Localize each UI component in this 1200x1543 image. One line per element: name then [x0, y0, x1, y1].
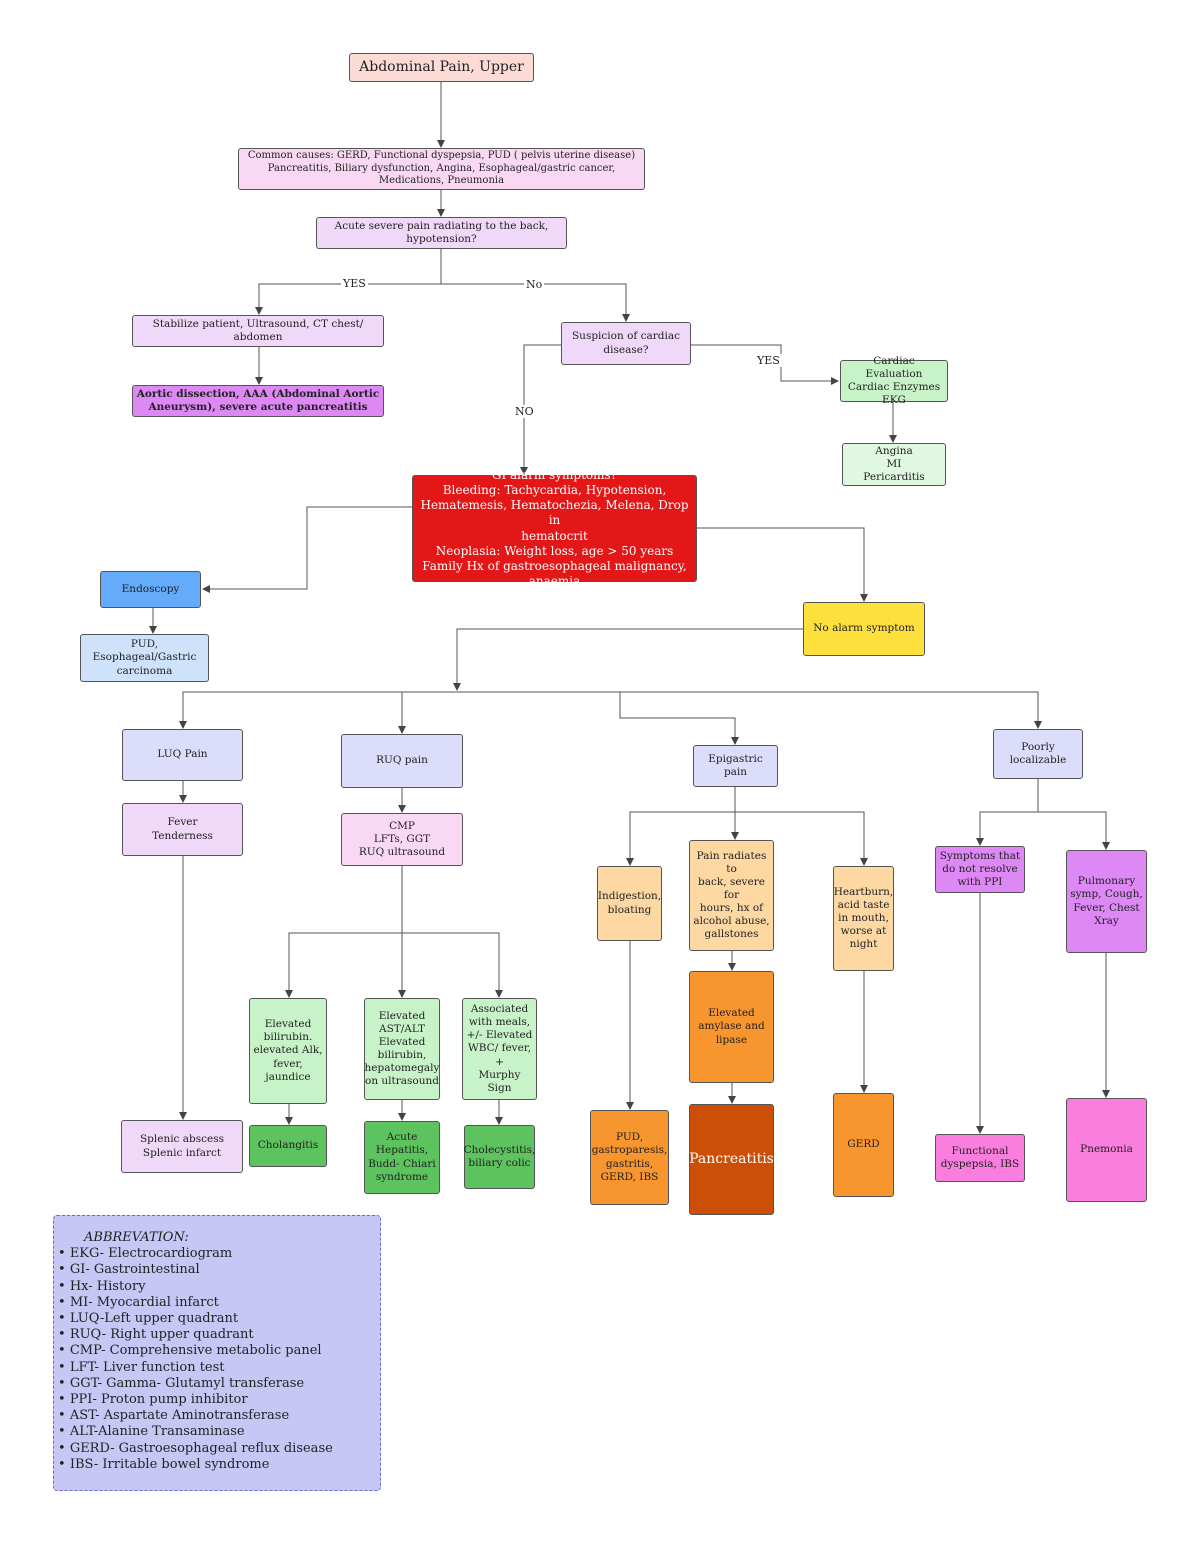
node-elevated-bilirubin: Elevated bilirubin. elevated Alk, fever,…: [249, 998, 327, 1104]
node-symptoms-ppi: Symptoms that do not resolve with PPI: [935, 846, 1025, 893]
abbreviation-title: ABBREVATION:: [84, 1230, 189, 1245]
abbreviation-item: IBS- Irritable bowel syndrome: [58, 1457, 380, 1473]
edge-cardiac-no: [520, 344, 561, 475]
node-pancreatitis: Pancreatitis: [689, 1104, 774, 1215]
node-pud-gastroparesis: PUD, gastroparesis, gastritis, GERD, IBS: [590, 1110, 669, 1205]
node-cardiac-evaluation: Cardiac Evaluation Cardiac Enzymes EKG: [840, 355, 948, 406]
edge-label-no-cardiac: NO: [513, 405, 536, 418]
node-luq-pain: LUQ Pain: [122, 729, 243, 781]
node-stabilize: Stabilize patient, Ultrasound, CT chest/…: [132, 315, 384, 347]
edge-cmp-right: [402, 932, 503, 998]
node-poorly-localizable: Poorly localizable: [993, 729, 1083, 779]
node-acute-hepatitis: Acute Hepatitis, Budd- Chiari syndrome: [364, 1121, 440, 1194]
edge-branch-luq: [179, 691, 457, 729]
abbreviation-item: GERD- Gastroesophageal reflux disease: [58, 1441, 380, 1457]
node-heartburn: Heartburn, acid taste in mouth, worse at…: [833, 866, 894, 971]
edge-gi-noalarm: [697, 527, 868, 602]
abbreviation-legend: ABBREVATION: EKG- Electrocardiogram GI- …: [53, 1215, 381, 1491]
edge-branch-epi: [457, 691, 739, 745]
abbreviation-item: GGT- Gamma- Glutamyl transferase: [58, 1376, 380, 1392]
node-pud-carcinoma: PUD, Esophageal/Gastric carcinoma: [80, 634, 209, 682]
node-gerd: GERD: [833, 1093, 894, 1197]
node-root: Abdominal Pain, Upper: [349, 53, 534, 82]
abbreviation-item: MI- Myocardial infarct: [58, 1295, 380, 1311]
node-cholangitis: Cholangitis: [249, 1125, 327, 1167]
node-common-causes: Common causes: GERD, Functional dyspepsi…: [238, 148, 645, 190]
abbreviation-item: EKG- Electrocardiogram: [58, 1246, 380, 1262]
node-fever: Fever Tenderness: [122, 803, 243, 856]
edge-label-yes-cardiac: YES: [755, 354, 782, 367]
node-gi-alarm: GI alarm symptoms? Bleeding: Tachycardia…: [412, 468, 697, 588]
node-splenic: Splenic abscess Splenic infarct: [121, 1120, 243, 1173]
edge-label-yes: YES: [341, 277, 368, 290]
abbreviation-item: LUQ-Left upper quadrant: [58, 1311, 380, 1327]
abbreviation-item: PPI- Proton pump inhibitor: [58, 1392, 380, 1408]
node-cholecystitis: Cholecystitis, biliary colic: [464, 1125, 535, 1189]
edge-label-no: No: [524, 278, 545, 291]
abbreviation-item: CMP- Comprehensive metabolic panel: [58, 1343, 380, 1359]
abbreviation-item: AST- Aspartate Aminotransferase: [58, 1408, 380, 1424]
node-endoscopy: Endoscopy: [100, 571, 201, 608]
abbreviation-item: Hx- History: [58, 1279, 380, 1295]
node-angina: Angina MI Pericarditis: [842, 443, 946, 486]
node-pulmonary: Pulmonary symp, Cough, Fever, Chest Xray: [1066, 850, 1147, 953]
edge-epi-right: [735, 811, 868, 866]
edge-noalarm-branch: [453, 628, 803, 691]
node-pain-radiates: Pain radiates to back, severe for hours,…: [689, 840, 774, 951]
abbreviation-item: RUQ- Right upper quadrant: [58, 1327, 380, 1343]
node-acute-pain: Acute severe pain radiating to the back,…: [316, 217, 567, 249]
abbreviation-item: LFT- Liver function test: [58, 1360, 380, 1376]
abbreviation-item: ALT-Alanine Transaminase: [58, 1424, 380, 1440]
node-cmp: CMP LFTs, GGT RUQ ultrasound: [341, 813, 463, 866]
node-indigestion: Indigestion, bloating: [597, 866, 662, 941]
node-epigastric-pain: Epigastric pain: [693, 745, 778, 787]
node-aortic-dissection: Aortic dissection, AAA (Abdominal Aortic…: [132, 385, 384, 417]
abbreviation-item: GI- Gastrointestinal: [58, 1262, 380, 1278]
node-associated-meals: Associated with meals, +/- Elevated WBC/…: [462, 998, 537, 1100]
node-ruq-pain: RUQ pain: [341, 734, 463, 788]
edge-poorly-split: [976, 779, 1039, 846]
edge-gi-endoscopy: [202, 506, 412, 593]
node-pnemonia: Pnemonia: [1066, 1098, 1147, 1202]
edge-cmp-split: [285, 866, 403, 998]
node-no-alarm: No alarm symptom: [803, 602, 925, 656]
node-elevated-amylase: Elevated amylase and lipase: [689, 971, 774, 1083]
node-functional-dyspepsia: Functional dyspepsia, IBS: [935, 1134, 1025, 1182]
node-elevated-ast: Elevated AST/ALT Elevated bilirubin, hep…: [364, 998, 440, 1100]
edge-acute-no: [441, 283, 630, 322]
edge-poorly-right: [1038, 811, 1110, 850]
edge-branch-poorly: [620, 691, 1042, 729]
node-cardiac-suspicion: Suspicion of cardiac disease?: [561, 322, 691, 365]
